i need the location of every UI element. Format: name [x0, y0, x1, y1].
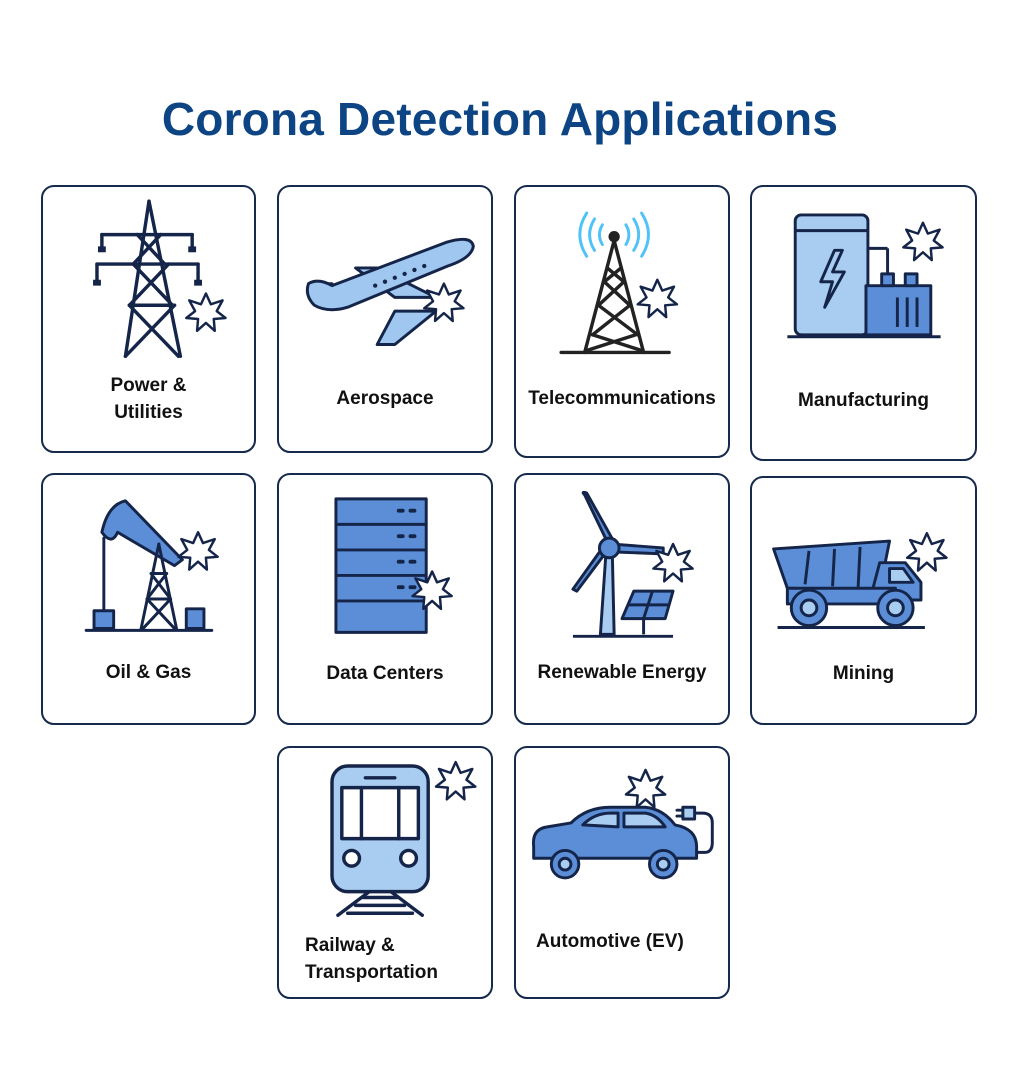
electric-car-icon — [531, 768, 714, 880]
server-rack-icon — [334, 497, 453, 634]
dump-truck-icon — [772, 531, 948, 629]
card-label: Telecommunications — [528, 388, 716, 409]
card-label: Oil & Gas — [105, 662, 192, 683]
card-aerospace: Aerospace — [277, 185, 493, 453]
card-manufacturing: Manufacturing — [750, 185, 977, 461]
card-railway-transportation: Railway & Transportation — [277, 746, 493, 999]
card-label: Automotive (EV) — [536, 931, 684, 952]
card-label: Aerospace — [336, 388, 434, 409]
transmission-tower-icon — [93, 199, 227, 359]
card-power-utilities: Power & Utilities — [41, 185, 256, 453]
card-label: Railway & Transportation — [305, 935, 439, 983]
card-label: Renewable Energy — [537, 662, 707, 683]
train-icon — [330, 760, 477, 917]
cell-tower-icon — [559, 211, 679, 355]
card-data-centers: Data Centers — [277, 473, 493, 725]
wind-turbine-solar-icon — [571, 490, 694, 638]
card-telecommunications: Telecommunications — [514, 185, 730, 458]
card-mining: Mining — [750, 476, 977, 725]
card-label: Manufacturing — [798, 390, 929, 411]
card-label: Mining — [832, 663, 895, 684]
page-title: Corona Detection Applications — [161, 93, 839, 145]
factory-machine-icon — [787, 213, 944, 339]
card-automotive-ev: Automotive (EV) — [514, 746, 730, 999]
card-oil-gas: Oil & Gas — [41, 473, 256, 725]
card-label: Power & Utilities — [110, 375, 187, 423]
card-label: Data Centers — [326, 663, 444, 684]
airplane-icon — [305, 237, 475, 346]
oil-pumpjack-icon — [84, 499, 219, 632]
card-renewable-energy: Renewable Energy — [514, 473, 730, 725]
